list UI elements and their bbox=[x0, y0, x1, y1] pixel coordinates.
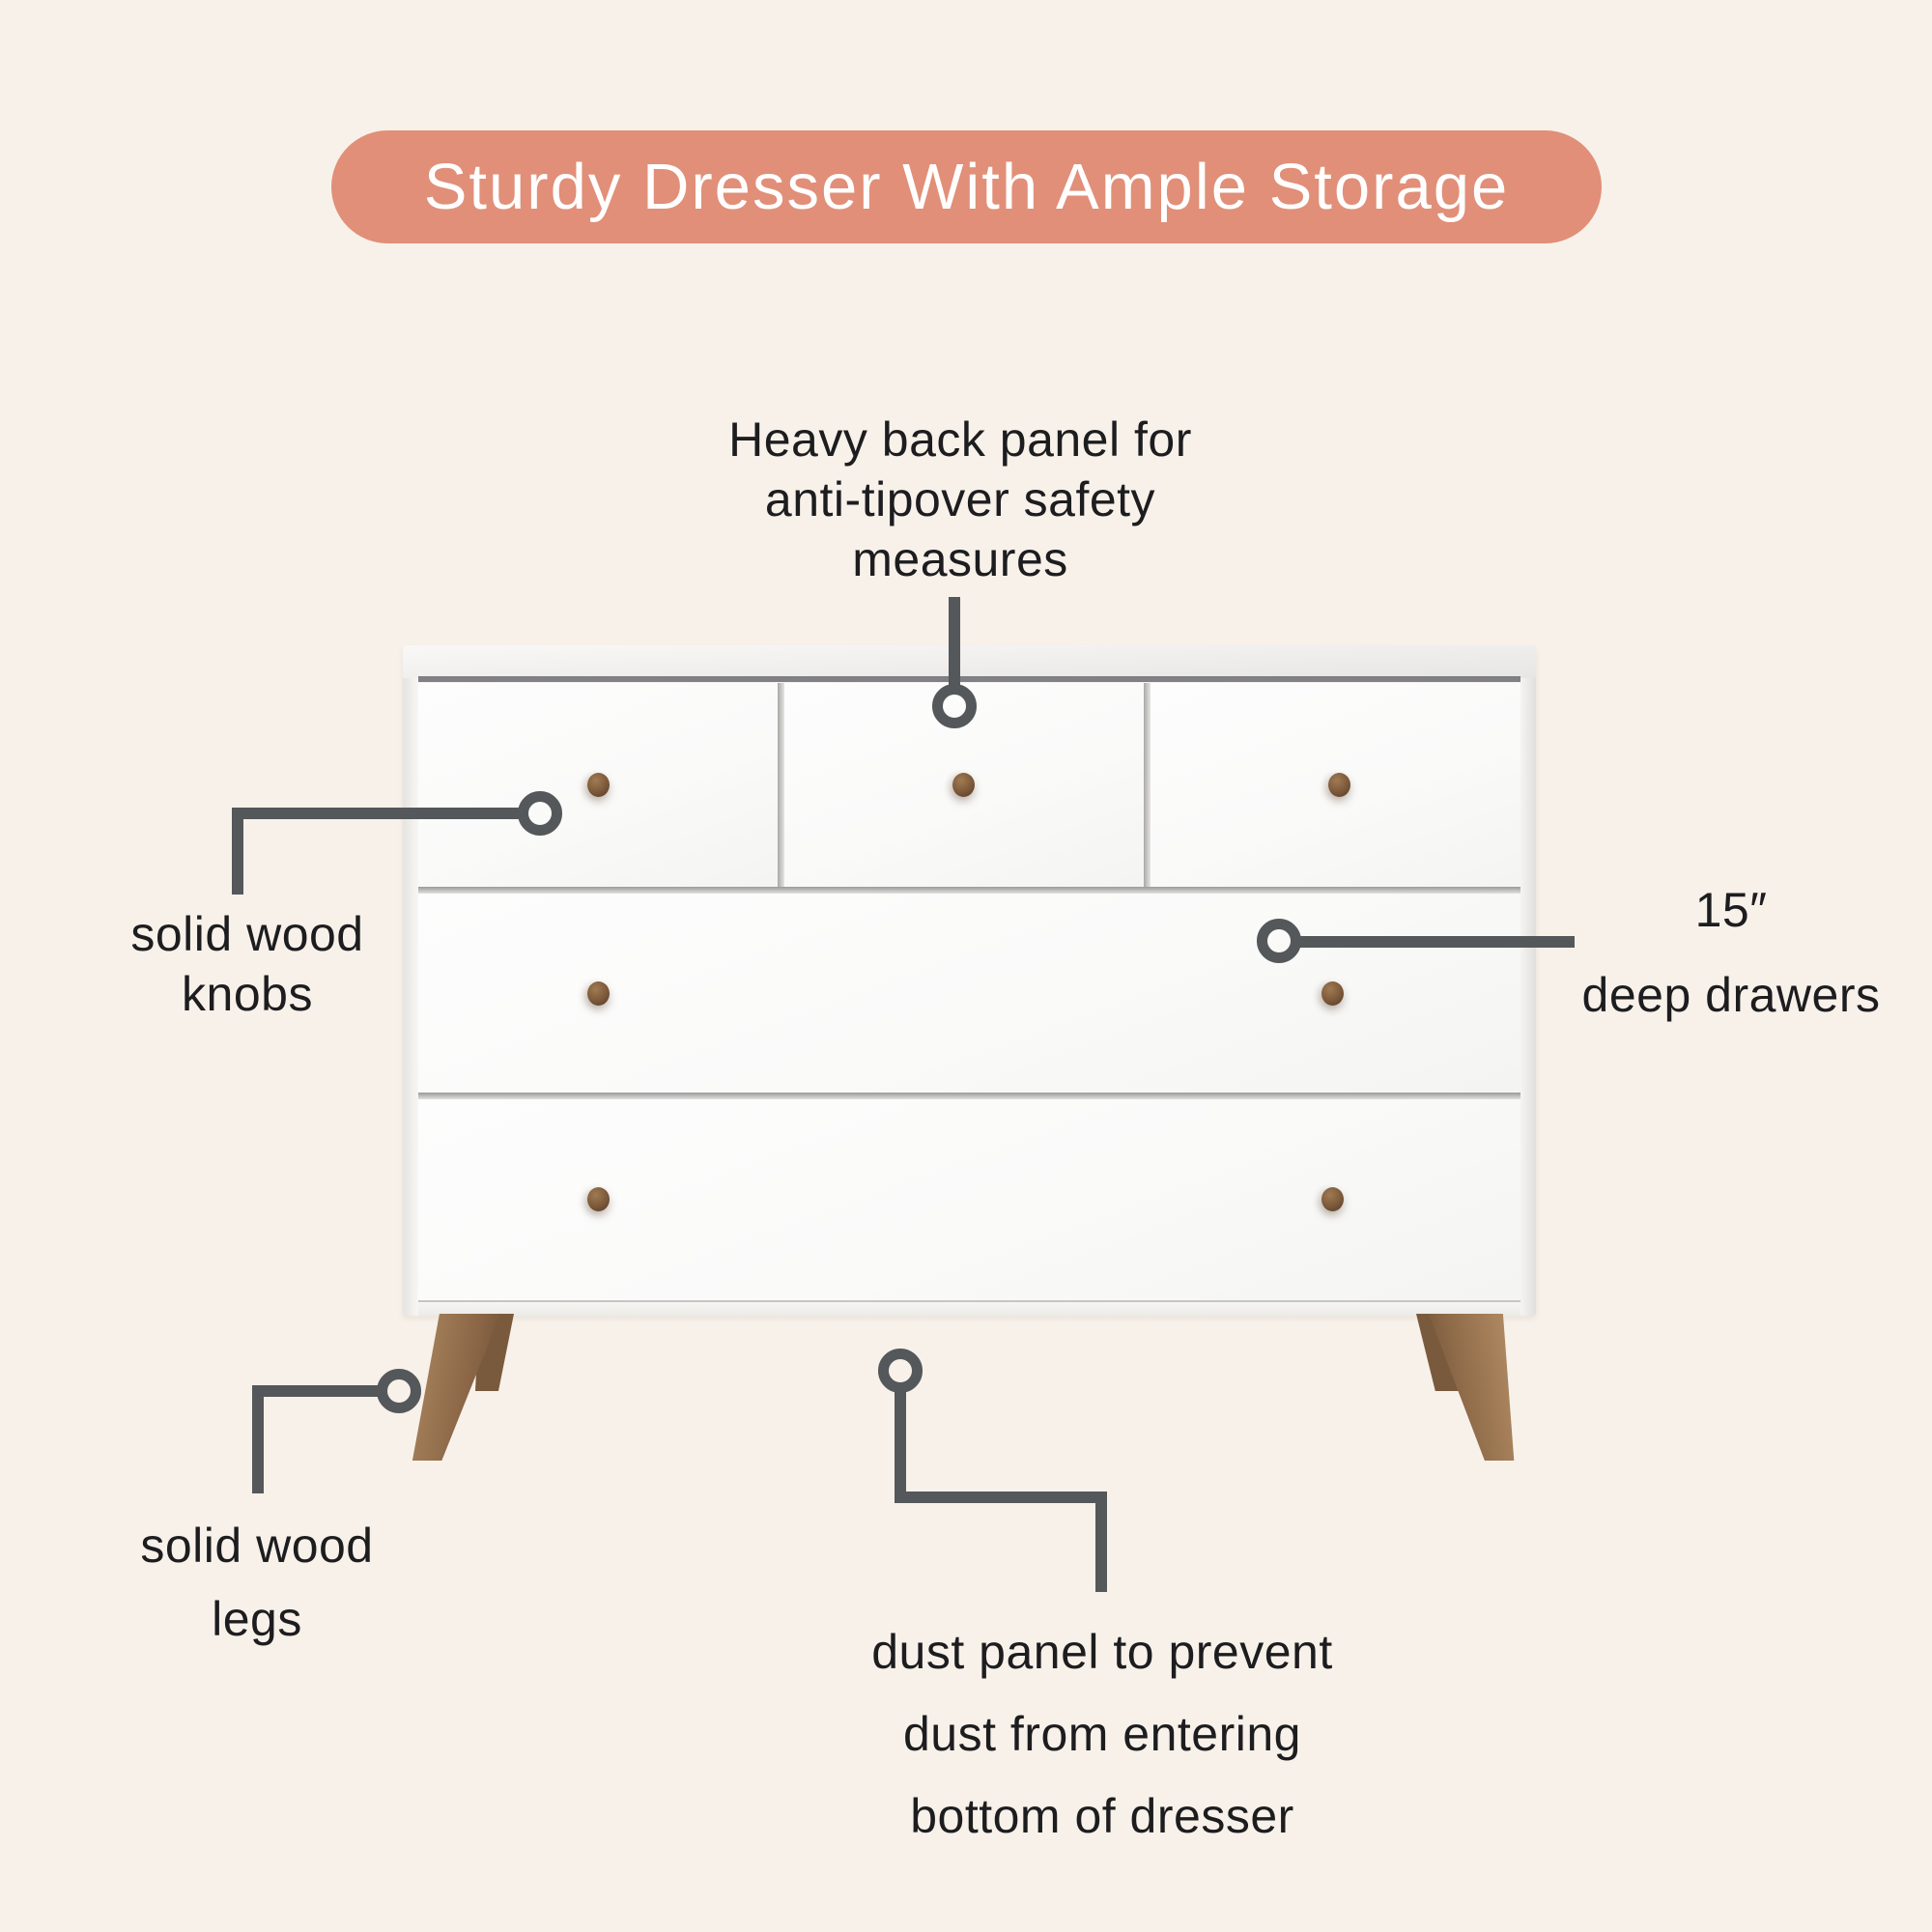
dust-panel-pointer-line-vertical bbox=[895, 1389, 906, 1503]
dresser-top-shadow bbox=[418, 676, 1520, 682]
bottom-rail-line bbox=[418, 1300, 1520, 1303]
dust-panel-ring-marker-icon bbox=[878, 1349, 923, 1393]
title-pill: Sturdy Dresser With Ample Storage bbox=[331, 130, 1602, 243]
knobs-ring-marker-icon bbox=[518, 791, 562, 836]
drawer-gap-line bbox=[1144, 683, 1151, 887]
back-panel-pointer-line bbox=[949, 597, 960, 690]
page-title: Sturdy Dresser With Ample Storage bbox=[423, 151, 1510, 223]
knob-top-right bbox=[1328, 773, 1350, 797]
dust-panel-label: dust panel to prevent dust from entering… bbox=[871, 1625, 1333, 1843]
deep-drawers-label: 15″ deep drawers bbox=[1581, 883, 1881, 1022]
knob-middle-left bbox=[587, 981, 610, 1006]
drawer-gap-line bbox=[778, 683, 784, 887]
knob-top-left bbox=[587, 773, 610, 797]
knob-middle-right bbox=[1321, 981, 1344, 1006]
legs-label: solid wood legs bbox=[140, 1519, 374, 1646]
deep-drawers-pointer-line bbox=[1299, 936, 1575, 948]
drawer-middle bbox=[418, 894, 1520, 1093]
knobs-pointer-line-horizontal bbox=[243, 808, 524, 819]
knobs-label: solid wood knobs bbox=[130, 907, 364, 1021]
dust-panel-pointer-line-horizontal bbox=[895, 1492, 1107, 1503]
dust-panel-pointer-line-vertical-2 bbox=[1095, 1492, 1107, 1592]
knobs-pointer-line-vertical bbox=[232, 808, 243, 895]
back-panel-label: Heavy back panel for anti-tipover safety… bbox=[728, 412, 1192, 586]
legs-ring-marker-icon bbox=[377, 1369, 421, 1413]
knob-bottom-left bbox=[587, 1187, 610, 1211]
legs-pointer-line-horizontal bbox=[252, 1385, 383, 1397]
dresser-top-surface bbox=[403, 645, 1536, 678]
drawer-gap-line bbox=[418, 887, 1520, 894]
drawer-gap-line bbox=[418, 1093, 1520, 1099]
back-panel-ring-marker-icon bbox=[932, 684, 977, 728]
knob-top-center bbox=[952, 773, 975, 797]
bottom-rail bbox=[418, 1302, 1520, 1316]
drawer-bottom bbox=[418, 1099, 1520, 1302]
legs-pointer-line-vertical bbox=[252, 1385, 264, 1493]
deep-drawers-ring-marker-icon bbox=[1257, 919, 1301, 963]
dresser-right-side-panel bbox=[1520, 645, 1536, 1316]
knob-bottom-right bbox=[1321, 1187, 1344, 1211]
